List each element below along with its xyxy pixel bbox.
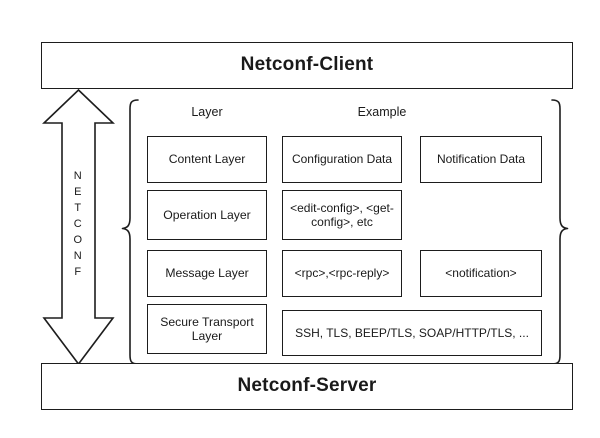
layer-box-secure-transport: Secure Transport Layer	[147, 304, 267, 354]
column-header-layer: Layer	[191, 105, 223, 119]
example-box-operations: <edit-config>, <get-config>, etc	[282, 190, 402, 240]
layer-box-operation: Operation Layer	[147, 190, 267, 240]
netconf-client-box: Netconf-Client	[41, 42, 573, 89]
layer-box-message: Message Layer	[147, 250, 267, 297]
example-box-notification-data: Notification Data	[420, 136, 542, 183]
layer-box-content: Content Layer	[147, 136, 267, 183]
netconf-server-box: Netconf-Server	[41, 363, 573, 410]
netconf-connector-label: N E T C O N F	[73, 170, 83, 278]
example-box-notification: <notification>	[420, 250, 542, 297]
example-box-transports: SSH, TLS, BEEP/TLS, SOAP/HTTP/TLS, ...	[282, 310, 542, 356]
example-box-rpc: <rpc>,<rpc-reply>	[282, 250, 402, 297]
example-box-configuration-data: Configuration Data	[282, 136, 402, 183]
column-header-example: Example	[357, 105, 407, 119]
right-curly-brace-icon	[551, 99, 569, 365]
left-curly-brace-icon	[121, 99, 139, 365]
